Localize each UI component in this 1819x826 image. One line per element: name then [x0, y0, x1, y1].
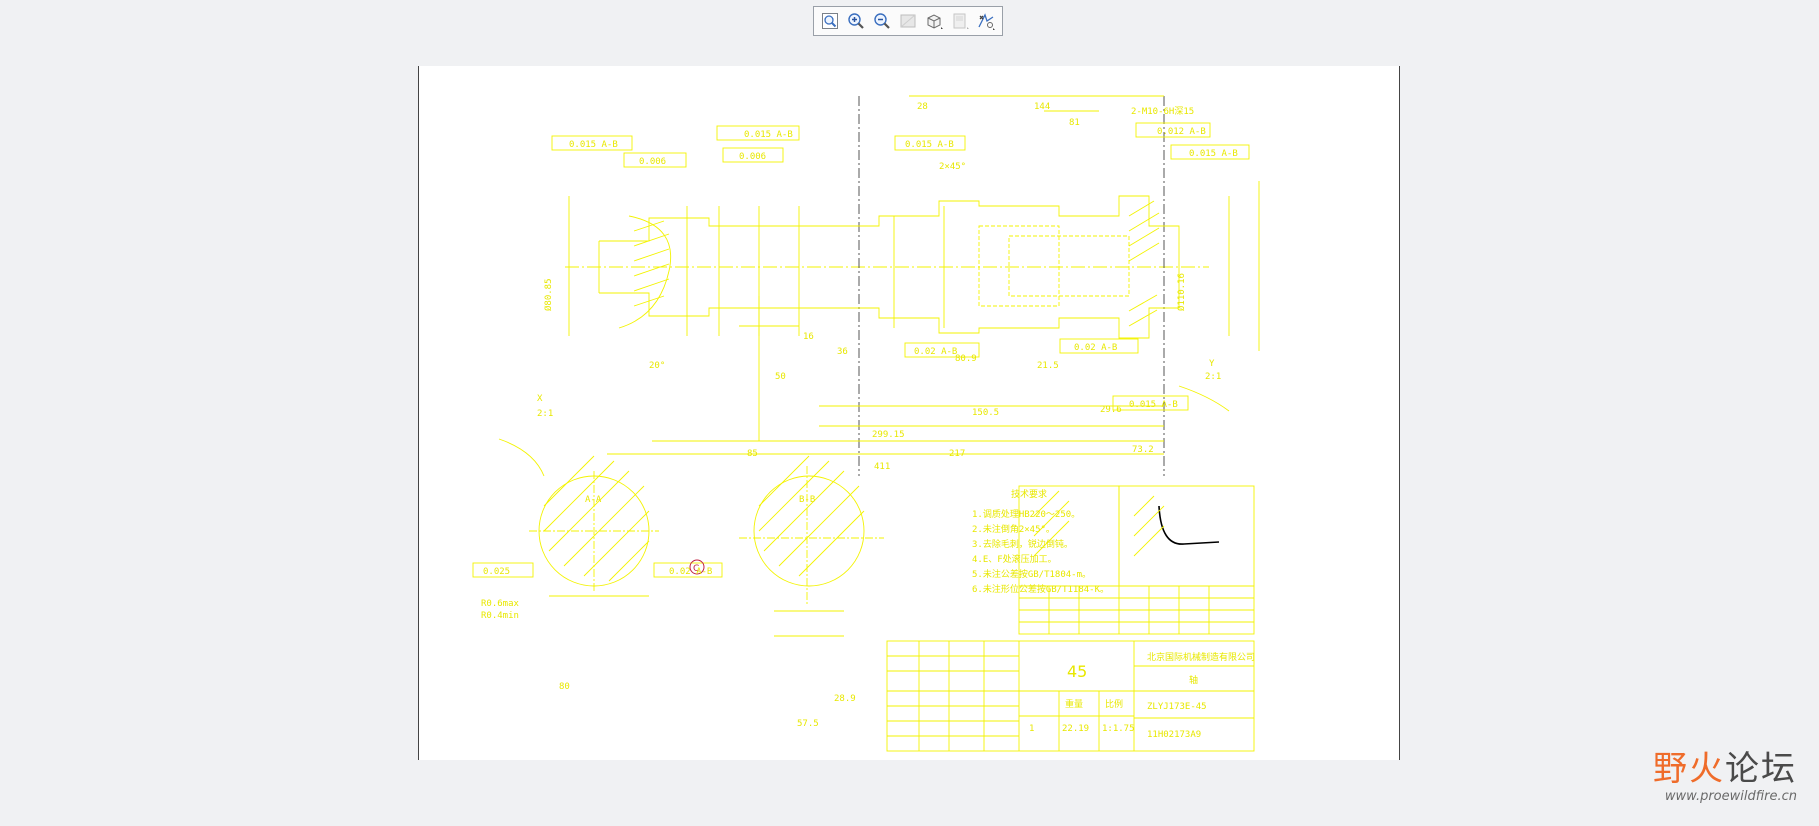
scale-header: 比例 [1105, 698, 1123, 710]
tolerance-2: 0.015 A-B [744, 130, 793, 140]
dim-299: 299.15 [872, 430, 905, 440]
part-code: 11H02173A9 [1147, 730, 1201, 740]
chamfer-label: 2×45° [939, 162, 966, 172]
tolerance-9: 0.02 A-B [1074, 343, 1117, 353]
zoom-out-icon [874, 13, 890, 29]
dim-80-9: 80.9 [955, 354, 977, 364]
dim-144: 144 [1034, 102, 1050, 112]
saved-view-button[interactable] [947, 9, 972, 33]
angle-label: 20° [649, 361, 665, 371]
tolerance-11: 0.025 [483, 567, 510, 577]
part-name: 轴 [1189, 674, 1198, 686]
dim-16: 16 [803, 332, 814, 342]
view-x-label: X [537, 394, 543, 404]
tech-req-item: 3.去除毛刺，锐边倒钝。 [972, 538, 1073, 550]
tech-req-item: 4.E、F处滚压加工。 [972, 553, 1057, 565]
tech-req-item: 6.未注形位公差按GB/T1184-K。 [972, 583, 1109, 595]
dim-21-5: 21.5 [1037, 361, 1059, 371]
forum-watermark: 野火论坛 www.proewildfire.cn [1653, 751, 1797, 804]
section-aa-label: A-A [585, 495, 602, 505]
zoom-out-button[interactable] [870, 9, 895, 33]
tech-req-item: 1.调质处理HB220～250。 [972, 508, 1080, 520]
saved-view-icon [953, 13, 969, 29]
drawing-number: ZLYJ173E-45 [1147, 702, 1207, 712]
display-style-icon [977, 13, 995, 30]
dim-73: 73.2 [1132, 445, 1154, 455]
viewer-toolbar [813, 6, 1003, 36]
zoom-fit-button[interactable] [818, 9, 843, 33]
cad-drawing: C A-A B-B 411 217 85 144 28 81 50 16 36 … [472, 95, 1260, 752]
forum-logo: 野火论坛 [1653, 749, 1797, 789]
tech-req-item: 2.未注倒角2×45°。 [972, 523, 1055, 535]
technical-requirements: 技术要求 1.调质处理HB220～250。 2.未注倒角2×45°。 3.去除毛… [972, 488, 1109, 595]
zoom-in-icon [848, 13, 865, 29]
sheet-value: 1 [1029, 724, 1034, 734]
circle-c-label: C [693, 564, 699, 574]
company-name: 北京国际机械制造有限公司 [1147, 651, 1255, 663]
drawing-sheet[interactable]: C A-A B-B 411 217 85 144 28 81 50 16 36 … [418, 66, 1400, 760]
view-plane-icon [900, 14, 916, 28]
dim-28: 28 [917, 102, 928, 112]
weight-value: 22.19 [1062, 724, 1089, 734]
dim-36: 36 [837, 347, 848, 357]
scale-y-label: 2:1 [1205, 372, 1221, 382]
dim-50: 50 [775, 372, 786, 382]
diameter-80-label: Ø80.85 [543, 278, 554, 311]
title-block: 45 北京国际机械制造有限公司 轴 ZLYJ173E-45 11H02173A9… [1029, 651, 1255, 740]
zoom-fit-icon [822, 13, 839, 29]
dim-57-5: 57.5 [797, 719, 819, 729]
scale-x-label: 2:1 [537, 409, 553, 419]
tech-req-item: 5.未注公差按GB/T1804-m。 [972, 568, 1091, 580]
tolerance-4: 0.012 A-B [1157, 127, 1206, 137]
dim-total: 411 [874, 462, 890, 472]
section-bb-label: B-B [799, 495, 815, 505]
dim-80: 80 [559, 682, 570, 692]
material-label: 45 [1067, 662, 1087, 681]
dim-85: 85 [747, 449, 758, 459]
tolerance-8: 0.02 A-B [914, 347, 957, 357]
thread-label: 2-M10-6H深15 [1131, 106, 1194, 117]
forum-url: www.proewildfire.cn [1664, 789, 1797, 804]
tolerance-7: 0.006 [739, 152, 766, 162]
radius-min-label: R0.4min [481, 611, 519, 621]
scale-value: 1:1.75 [1102, 724, 1135, 734]
dim-28-9: 28.9 [834, 694, 856, 704]
tech-req-title: 技术要求 [1011, 488, 1047, 500]
tolerance-12: 0.02 A-B [669, 567, 712, 577]
view-plane-button[interactable] [896, 9, 921, 33]
display-style-button[interactable] [973, 9, 998, 33]
dim-150: 150.5 [972, 408, 999, 418]
diameter-110-label: Ø110.16 [1176, 273, 1187, 311]
tolerance-10: 0.015 A-B [1129, 400, 1178, 410]
view-y-label: Y [1209, 359, 1215, 369]
tolerance-6: 0.006 [639, 157, 666, 167]
zoom-in-button[interactable] [844, 9, 869, 33]
tolerance-1: 0.015 A-B [569, 140, 618, 150]
tolerance-3: 0.015 A-B [905, 140, 954, 150]
tolerance-5: 0.015 A-B [1189, 149, 1238, 159]
weight-header: 重量 [1065, 698, 1083, 710]
view-3d-button[interactable] [921, 9, 946, 33]
dim-217: 217 [949, 449, 965, 459]
dim-29-6: 29.6 [1100, 405, 1122, 415]
radius-max-label: R0.6max [481, 599, 520, 609]
dim-81: 81 [1069, 118, 1080, 128]
cube-icon [927, 14, 943, 29]
